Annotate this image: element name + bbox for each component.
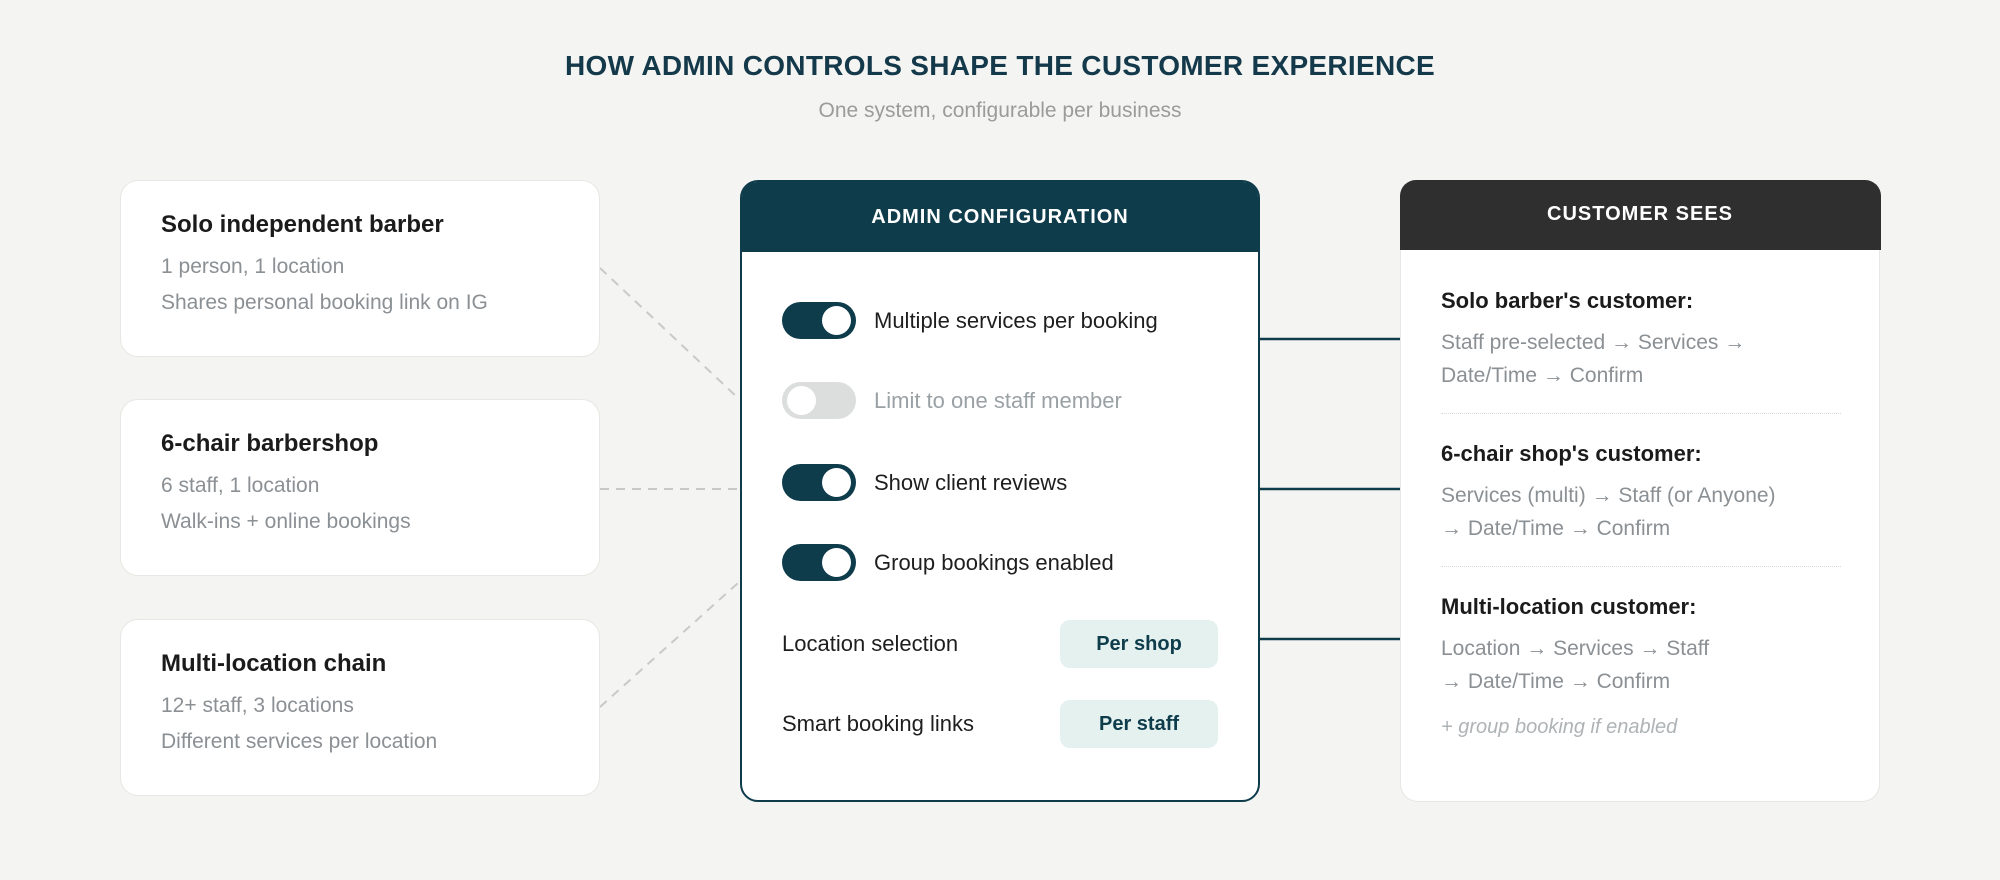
toggle-switch[interactable] <box>782 464 856 501</box>
dashed-connector-solo <box>599 267 739 399</box>
customer-section-solo: Solo barber's customer: Staff pre-select… <box>1441 288 1841 392</box>
customer-panel-body: Solo barber's customer: Staff pre-select… <box>1401 250 1879 739</box>
toggle-row-limit-staff: Limit to one staff member <box>782 382 1122 419</box>
card-detail: 1 person, 1 location <box>161 255 345 278</box>
page-subtitle: One system, configurable per business <box>818 99 1182 122</box>
toggle-switch[interactable] <box>782 544 856 581</box>
customer-section-shop: 6-chair shop's customer: Services (multi… <box>1441 441 1841 545</box>
customer-panel-header: CUSTOMER SEES <box>1399 179 1881 250</box>
customer-flow-line: Location → Services → Staff <box>1441 636 1710 660</box>
toggle-label: Show client reviews <box>874 469 1068 495</box>
card-detail: 12+ staff, 3 locations <box>161 694 354 717</box>
customer-flow-line: Date/Time → Confirm <box>1441 363 1644 387</box>
card-detail: 6 staff, 1 location <box>161 474 320 497</box>
card-title: 6-chair barbershop <box>161 430 379 457</box>
toggle-row-client-reviews: Show client reviews <box>782 464 1067 501</box>
business-card-solo: Solo independent barber 1 person, 1 loca… <box>120 180 600 357</box>
toggle-knob <box>787 386 816 415</box>
toggle-label: Multiple services per booking <box>874 307 1158 333</box>
toggle-knob <box>822 306 851 335</box>
admin-configuration-panel: ADMIN CONFIGURATION Multiple services pe… <box>740 180 1260 802</box>
section-divider <box>1441 565 1841 567</box>
customer-sees-panel: CUSTOMER SEES Solo barber's customer: St… <box>1399 179 1881 802</box>
setting-value-badge[interactable]: Per shop <box>1060 620 1218 668</box>
setting-row-smart-links: Smart booking links Per staff <box>782 700 1218 748</box>
card-title: Multi-location chain <box>161 650 387 677</box>
customer-section-title: 6-chair shop's customer: <box>1441 440 1702 466</box>
setting-value-badge[interactable]: Per staff <box>1060 700 1218 748</box>
toggle-row-group-bookings: Group bookings enabled <box>782 544 1114 581</box>
toggle-knob <box>822 468 851 497</box>
business-card-chain: Multi-location chain 12+ staff, 3 locati… <box>120 619 600 796</box>
card-detail: Different services per location <box>161 730 438 753</box>
card-title: Solo independent barber <box>161 211 444 238</box>
card-detail: Shares personal booking link on IG <box>161 291 488 314</box>
toggle-row-multiple-services: Multiple services per booking <box>782 302 1158 339</box>
customer-section-title: Solo barber's customer: <box>1441 287 1694 313</box>
card-detail: Walk-ins + online bookings <box>161 510 411 533</box>
customer-flow-line: → Date/Time → Confirm <box>1441 516 1671 540</box>
admin-panel-header: ADMIN CONFIGURATION <box>742 182 1258 252</box>
page-title: HOW ADMIN CONTROLS SHAPE THE CUSTOMER EX… <box>564 50 1435 81</box>
section-divider <box>1441 412 1841 414</box>
customer-flow-line: Staff pre-selected → Services → <box>1441 330 1746 354</box>
setting-label: Location selection <box>782 631 959 656</box>
toggle-switch[interactable] <box>782 302 856 339</box>
setting-row-location-selection: Location selection Per shop <box>782 620 1218 668</box>
setting-label: Smart booking links <box>782 711 974 736</box>
toggle-label: Limit to one staff member <box>874 387 1122 413</box>
toggle-switch[interactable] <box>782 382 856 419</box>
customer-flow-line: Services (multi) → Staff (or Anyone) <box>1441 483 1776 507</box>
toggle-label: Group bookings enabled <box>874 549 1114 575</box>
toggle-knob <box>822 548 851 577</box>
customer-flow-line: → Date/Time → Confirm <box>1441 669 1671 693</box>
group-booking-note: + group booking if enabled <box>1441 715 1678 738</box>
business-card-barbershop: 6-chair barbershop 6 staff, 1 location W… <box>120 399 600 576</box>
customer-section-chain: Multi-location customer: Location → Serv… <box>1441 594 1841 739</box>
customer-section-title: Multi-location customer: <box>1441 593 1697 619</box>
dashed-connector-chain <box>599 582 739 708</box>
